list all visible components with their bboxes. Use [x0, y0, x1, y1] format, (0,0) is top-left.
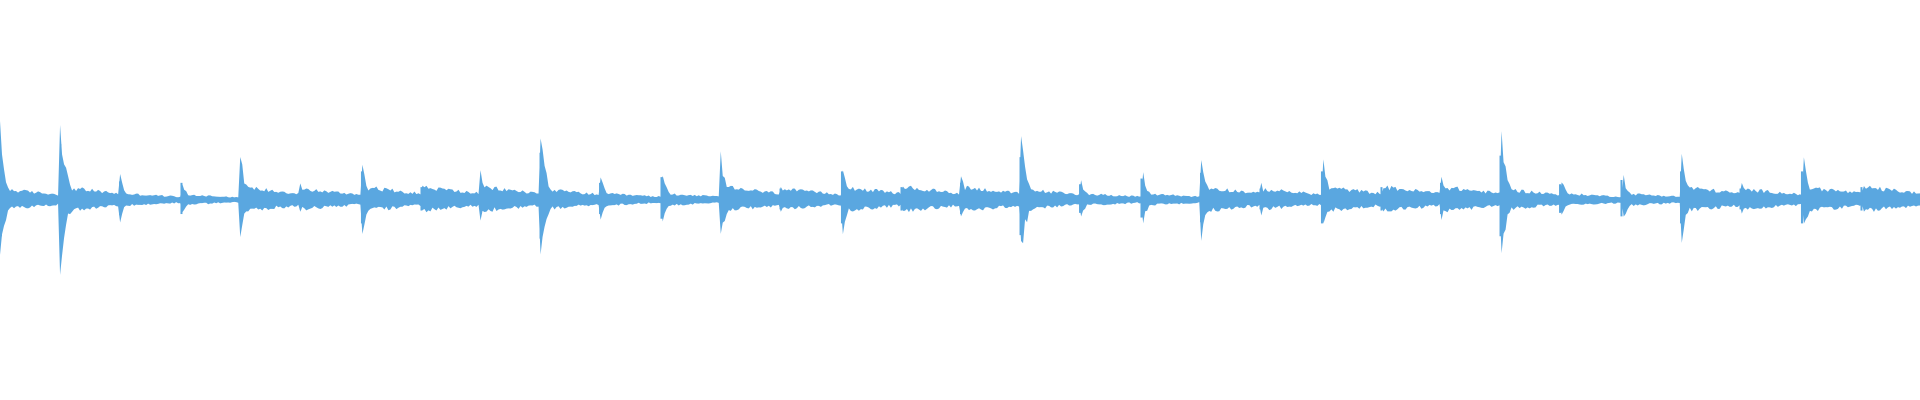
waveform-group [0, 120, 1920, 275]
